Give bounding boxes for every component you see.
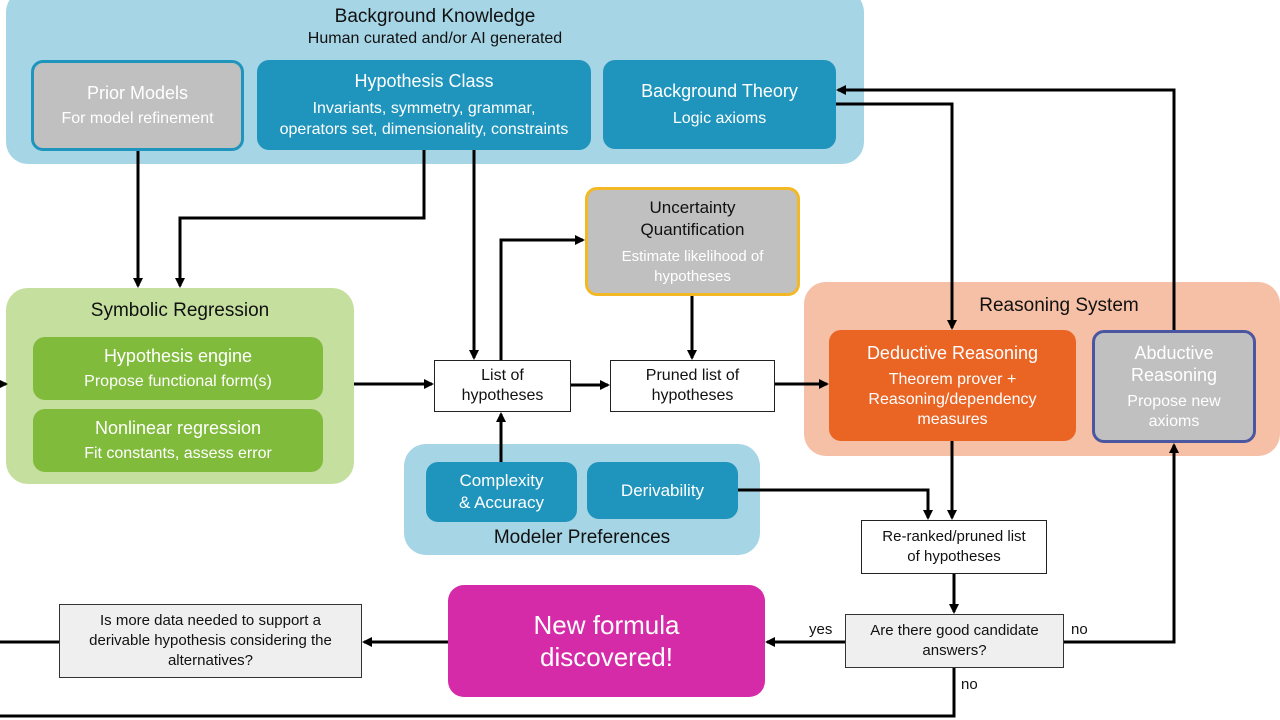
nonlinear-regression-box[interactable]: Nonlinear regression Fit constants, asse… bbox=[33, 409, 323, 472]
hypothesis-class-title: Hypothesis Class bbox=[354, 71, 494, 91]
derivability-label: Derivability bbox=[620, 480, 705, 500]
prior-models-box[interactable]: Prior Models For model refinement bbox=[31, 60, 244, 151]
more-data-line2: derivable hypothesis considering the bbox=[89, 632, 332, 649]
good-candidates-line1: Are there good candidate bbox=[870, 622, 1039, 639]
arrow-abductive-to-theory bbox=[836, 85, 1176, 330]
pruned-list-line1: Pruned list of bbox=[645, 367, 740, 384]
abductive-reasoning-box[interactable]: Abductive Reasoning Propose new axioms bbox=[1092, 330, 1256, 443]
more-data-decision-box[interactable]: Is more data needed to support a derivab… bbox=[59, 604, 362, 678]
line-decision-bottom-loop bbox=[0, 668, 956, 718]
complexity-accuracy-box[interactable]: Complexity & Accuracy bbox=[426, 462, 577, 522]
list-of-hypotheses-box[interactable]: List of hypotheses bbox=[434, 360, 571, 412]
abductive-line1: Propose new bbox=[1127, 392, 1221, 410]
deductive-line3: measures bbox=[917, 410, 988, 428]
pruned-list-line2: hypotheses bbox=[651, 387, 734, 404]
hypothesis-class-line1: Invariants, symmetry, grammar, bbox=[312, 100, 536, 117]
edge-label-no-right: no bbox=[1071, 621, 1088, 638]
abductive-title-line2: Reasoning bbox=[1130, 364, 1218, 385]
hypothesis-engine-title: Hypothesis engine bbox=[103, 346, 253, 366]
arrow-derivability-to-reranked bbox=[738, 488, 933, 520]
deductive-line2: Reasoning/dependency bbox=[868, 390, 1037, 408]
edge-label-yes: yes bbox=[809, 621, 833, 638]
nonlinear-regression-subtitle: Fit constants, assess error bbox=[84, 445, 272, 462]
new-formula-box[interactable]: New formula discovered! bbox=[448, 585, 765, 697]
deductive-reasoning-box[interactable]: Deductive Reasoning Theorem prover + Rea… bbox=[829, 330, 1076, 441]
arrow-list-to-uncertainty bbox=[499, 235, 585, 360]
reranked-list-box[interactable]: Re-ranked/pruned list of hypotheses bbox=[861, 520, 1047, 574]
arrow-theory-to-deductive bbox=[836, 102, 957, 330]
hypothesis-class-line2: operators set, dimensionality, constrain… bbox=[279, 121, 569, 138]
prior-models-subtitle: For model refinement bbox=[61, 110, 214, 127]
more-data-line3: alternatives? bbox=[167, 652, 254, 669]
arrow-hypothesis-class-to-sr bbox=[175, 150, 426, 288]
edge-label-no-bottom: no bbox=[961, 676, 978, 693]
arrow-decision-to-abductive bbox=[1064, 443, 1179, 644]
uncertainty-quantification-box[interactable]: Uncertainty Quantification Estimate like… bbox=[585, 187, 800, 296]
complexity-line1: Complexity bbox=[459, 471, 544, 490]
reranked-line1: Re-ranked/pruned list bbox=[882, 528, 1026, 545]
pruned-list-box[interactable]: Pruned list of hypotheses bbox=[610, 360, 775, 412]
modeler-preferences-header: Modeler Preferences bbox=[404, 527, 760, 549]
derivability-box[interactable]: Derivability bbox=[587, 462, 738, 519]
prior-models-title: Prior Models bbox=[86, 83, 189, 103]
abductive-line2: axioms bbox=[1148, 412, 1200, 430]
background-theory-box[interactable]: Background Theory Logic axioms bbox=[603, 60, 836, 149]
more-data-line1: Is more data needed to support a bbox=[100, 612, 321, 629]
reasoning-system-header: Reasoning System bbox=[804, 295, 1280, 317]
modeler-preferences-title: Modeler Preferences bbox=[493, 527, 671, 548]
good-candidates-line2: answers? bbox=[922, 642, 987, 659]
reasoning-system-title: Reasoning System bbox=[979, 295, 1139, 316]
symbolic-regression-header: Symbolic Regression bbox=[6, 300, 354, 322]
background-theory-title: Background Theory bbox=[641, 81, 798, 101]
background-knowledge-subtitle: Human curated and/or AI generated bbox=[307, 30, 563, 47]
deductive-title: Deductive Reasoning bbox=[866, 342, 1039, 363]
new-formula-line2: discovered! bbox=[540, 642, 673, 672]
hypothesis-engine-subtitle: Propose functional form(s) bbox=[84, 373, 272, 390]
list-of-hypotheses-line2: hypotheses bbox=[461, 387, 544, 404]
hypothesis-engine-box[interactable]: Hypothesis engine Propose functional for… bbox=[33, 337, 323, 400]
uncertainty-subtitle-line2: hypotheses bbox=[654, 267, 731, 285]
deductive-line1: Theorem prover + bbox=[888, 370, 1017, 388]
uncertainty-title-line1: Uncertainty bbox=[649, 197, 736, 217]
good-candidates-decision-box[interactable]: Are there good candidate answers? bbox=[845, 614, 1064, 668]
abductive-title-line1: Abductive bbox=[1134, 342, 1214, 363]
uncertainty-subtitle-line1: Estimate likelihood of bbox=[621, 247, 764, 265]
new-formula-line1: New formula bbox=[533, 610, 680, 640]
background-knowledge-header: Background Knowledge Human curated and/o… bbox=[6, 6, 864, 48]
symbolic-regression-title: Symbolic Regression bbox=[90, 300, 270, 321]
complexity-line2: & Accuracy bbox=[458, 493, 545, 512]
list-of-hypotheses-line1: List of bbox=[481, 367, 524, 384]
uncertainty-title-line2: Quantification bbox=[640, 219, 745, 239]
background-theory-subtitle: Logic axioms bbox=[672, 110, 767, 127]
background-knowledge-title: Background Knowledge bbox=[334, 6, 536, 27]
hypothesis-class-box[interactable]: Hypothesis Class Invariants, symmetry, g… bbox=[257, 60, 591, 150]
nonlinear-regression-title: Nonlinear regression bbox=[94, 418, 262, 438]
reranked-line2: of hypotheses bbox=[907, 548, 1001, 565]
